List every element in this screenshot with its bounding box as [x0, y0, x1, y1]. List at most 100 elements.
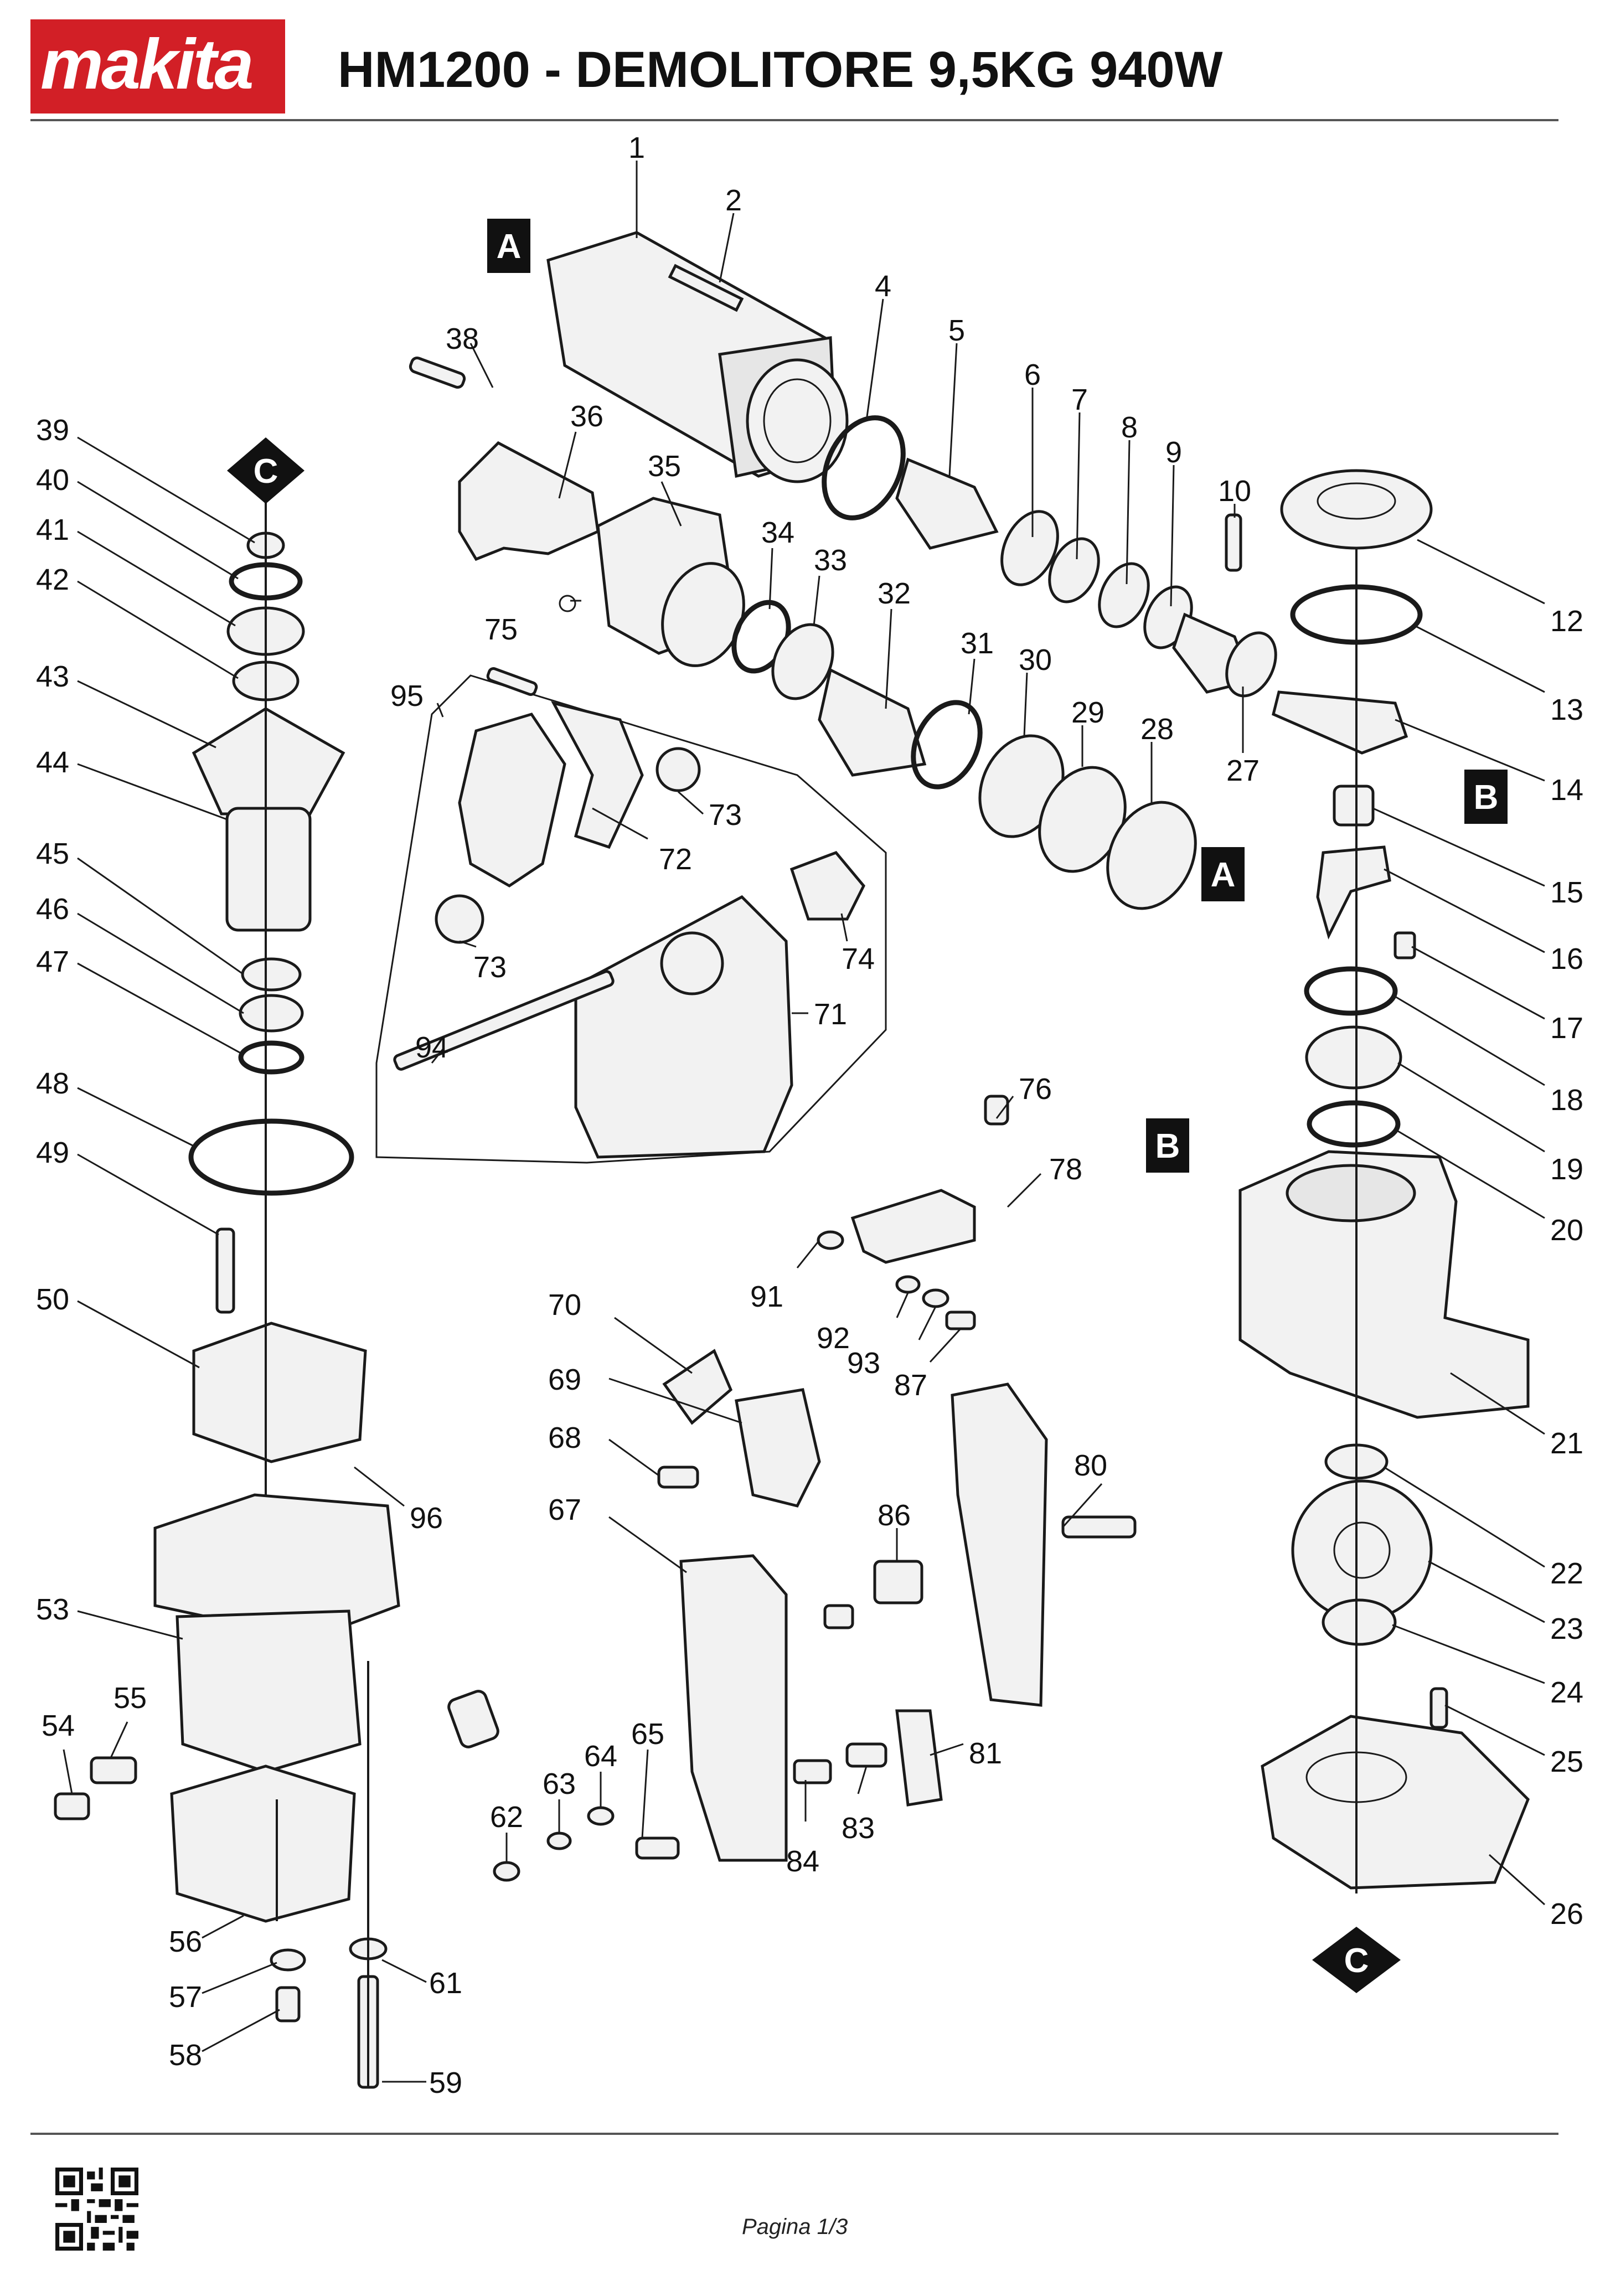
part-label-7: 7	[1071, 383, 1088, 416]
part-label-65: 65	[631, 1717, 664, 1751]
part-label-95: 95	[390, 679, 424, 713]
part-label-45: 45	[36, 837, 69, 870]
footer-divider	[30, 2133, 1558, 2135]
part-label-84: 84	[786, 1845, 819, 1878]
part-label-46: 46	[36, 892, 69, 926]
part-label-28: 28	[1140, 713, 1174, 746]
part-label-30: 30	[1019, 643, 1052, 677]
part-label-54: 54	[42, 1709, 75, 1742]
part-label-27: 27	[1226, 754, 1260, 787]
part-label-61: 61	[429, 1967, 462, 2000]
part-label-13: 13	[1550, 693, 1583, 726]
part-label-93: 93	[847, 1346, 880, 1380]
section-markers: A A B B C C	[227, 219, 1508, 1993]
part-label-36: 36	[570, 400, 603, 433]
part-label-92: 92	[817, 1322, 850, 1355]
part-label-68: 68	[548, 1421, 581, 1454]
part-label-87: 87	[894, 1369, 927, 1402]
part-label-78: 78	[1049, 1153, 1082, 1186]
registered-mark-icon: ®	[295, 70, 308, 89]
part-label-44: 44	[36, 746, 69, 779]
part-label-73b: 73	[473, 951, 507, 984]
logo-text: makita	[40, 25, 254, 104]
part-label-64: 64	[584, 1740, 617, 1773]
part-label-19: 19	[1550, 1153, 1583, 1186]
part-label-50: 50	[36, 1283, 69, 1316]
section-marker-a1: A	[497, 228, 522, 266]
part-label-2: 2	[725, 184, 742, 217]
part-label-5: 5	[948, 314, 965, 347]
part-number-labels: 1 2 4 5 6 7 8 9 10 12 13 14 15 16 17 18 …	[36, 131, 1583, 2099]
section-marker-c2: C	[1344, 1942, 1369, 1980]
part-label-34: 34	[761, 516, 794, 549]
part-label-80: 80	[1074, 1449, 1107, 1482]
part-label-63: 63	[543, 1767, 576, 1800]
part-label-21: 21	[1550, 1427, 1583, 1460]
part-label-24: 24	[1550, 1676, 1583, 1709]
part-label-73a: 73	[709, 798, 742, 832]
side-handle-group	[375, 667, 887, 1164]
part-label-32: 32	[878, 577, 911, 610]
part-label-72: 72	[659, 843, 692, 876]
part-label-10: 10	[1218, 474, 1251, 508]
part-label-91: 91	[750, 1280, 783, 1313]
makita-logo: makita ®	[30, 19, 307, 113]
section-marker-b1: B	[1474, 778, 1499, 817]
part-label-33: 33	[814, 544, 847, 577]
page-title: HM1200 - DEMOLITORE 9,5KG 940W	[338, 42, 1223, 98]
gear-housing-assembly	[1238, 469, 1530, 1890]
part-label-31: 31	[961, 627, 994, 660]
part-label-26: 26	[1550, 1897, 1583, 1931]
part-label-18: 18	[1550, 1083, 1583, 1117]
part-label-58: 58	[169, 2039, 202, 2072]
part-label-9: 9	[1165, 436, 1182, 469]
part-label-70: 70	[548, 1288, 581, 1322]
part-label-43: 43	[36, 660, 69, 693]
part-label-35: 35	[648, 450, 681, 483]
part-label-67: 67	[548, 1493, 581, 1526]
part-label-47: 47	[36, 945, 69, 978]
part-label-59: 59	[429, 2066, 462, 2099]
part-label-22: 22	[1550, 1557, 1583, 1590]
leader-lines	[63, 161, 1546, 2083]
part-label-12: 12	[1550, 605, 1583, 638]
part-label-16: 16	[1550, 942, 1583, 976]
part-label-23: 23	[1550, 1612, 1583, 1645]
part-label-17: 17	[1550, 1012, 1583, 1045]
part-label-20: 20	[1550, 1214, 1583, 1247]
part-label-74: 74	[842, 942, 875, 976]
part-label-96: 96	[410, 1502, 443, 1535]
section-marker-c1: C	[254, 452, 278, 491]
part-label-38: 38	[446, 322, 479, 355]
part-label-71: 71	[814, 998, 847, 1031]
part-label-55: 55	[113, 1681, 147, 1715]
part-label-76: 76	[1019, 1072, 1052, 1106]
page-number: Pagina 1/3	[742, 2215, 848, 2239]
part-label-81: 81	[969, 1737, 1002, 1770]
part-label-39: 39	[36, 414, 69, 447]
qr-code-icon	[55, 2168, 138, 2251]
part-label-48: 48	[36, 1067, 69, 1100]
part-label-49: 49	[36, 1136, 69, 1169]
part-label-1: 1	[628, 131, 645, 164]
part-label-29: 29	[1071, 696, 1104, 729]
part-label-53: 53	[36, 1593, 69, 1626]
part-label-40: 40	[36, 463, 69, 497]
part-label-42: 42	[36, 563, 69, 596]
part-label-86: 86	[878, 1499, 911, 1532]
part-label-4: 4	[875, 270, 891, 303]
section-marker-b2: B	[1155, 1127, 1180, 1165]
part-label-57: 57	[169, 1980, 202, 2014]
motor-assembly	[54, 532, 499, 2089]
part-label-56: 56	[169, 1925, 202, 1958]
part-label-94: 94	[415, 1031, 448, 1064]
part-label-25: 25	[1550, 1745, 1583, 1778]
part-label-41: 41	[36, 513, 69, 546]
part-label-6: 6	[1024, 358, 1041, 391]
part-label-69: 69	[548, 1363, 581, 1396]
part-label-62: 62	[490, 1800, 523, 1834]
part-label-75: 75	[484, 613, 518, 646]
part-label-83: 83	[842, 1812, 875, 1845]
barrel-assembly	[409, 231, 1277, 910]
